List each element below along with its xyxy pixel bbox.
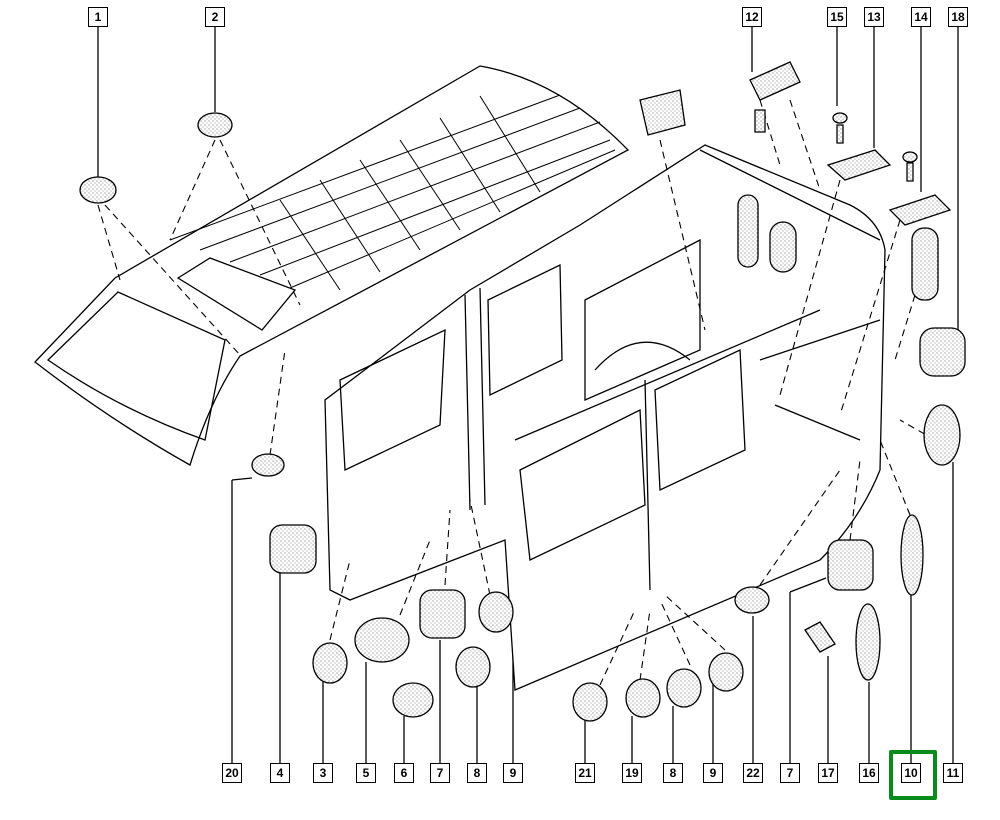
roof-panel: [34, 65, 630, 466]
leader-lines-bottom: [231, 462, 954, 763]
screw-12: [754, 109, 766, 133]
part-6: [392, 682, 434, 718]
part-22: [734, 586, 770, 614]
callout-label[interactable]: 9: [503, 763, 523, 783]
part-21: [572, 682, 608, 722]
callout-label[interactable]: 5: [356, 763, 376, 783]
part-12: [749, 61, 801, 101]
callout-label[interactable]: 4: [270, 763, 290, 783]
callout-label[interactable]: 13: [864, 7, 884, 27]
van-body: [324, 144, 886, 691]
part-20: [251, 453, 285, 477]
part-7b: [827, 539, 874, 591]
callout-label[interactable]: 18: [948, 7, 968, 27]
part-2: [197, 112, 233, 138]
part-17: [804, 621, 836, 653]
callout-label[interactable]: 19: [622, 763, 642, 783]
leader-lines-top: [97, 26, 959, 332]
part-3: [312, 642, 348, 684]
callout-label[interactable]: 12: [742, 7, 762, 27]
part-19: [625, 678, 661, 718]
part-10: [900, 514, 924, 596]
callout-label[interactable]: 8: [467, 763, 487, 783]
callout-label[interactable]: 8: [663, 763, 683, 783]
grommet-a: [737, 194, 759, 268]
part-11: [923, 404, 961, 466]
parts: [79, 61, 966, 722]
callout-label-highlighted[interactable]: 10: [901, 763, 921, 783]
part-13: [826, 149, 892, 181]
part-cap: [639, 89, 686, 136]
callout-label[interactable]: 7: [430, 763, 450, 783]
part-9: [478, 591, 514, 633]
part-18: [919, 327, 966, 377]
part-8: [455, 646, 491, 688]
callout-label[interactable]: 1: [88, 7, 108, 27]
callout-label[interactable]: 16: [859, 763, 879, 783]
callout-label[interactable]: 17: [818, 763, 838, 783]
part-16: [855, 603, 881, 681]
callout-label[interactable]: 2: [205, 7, 225, 27]
callout-label[interactable]: 14: [911, 7, 931, 27]
callout-label[interactable]: 11: [943, 763, 963, 783]
callout-label[interactable]: 7: [780, 763, 800, 783]
callout-label[interactable]: 22: [743, 763, 763, 783]
callout-label[interactable]: 9: [703, 763, 723, 783]
part-8b: [666, 668, 702, 708]
part-9b: [708, 652, 744, 692]
highlight-box: [889, 750, 937, 800]
part-4: [269, 524, 317, 574]
callout-label[interactable]: 6: [394, 763, 414, 783]
part-1: [79, 176, 117, 204]
part-5: [354, 617, 410, 663]
assembly-guides: [97, 99, 936, 686]
callout-label[interactable]: 20: [222, 763, 242, 783]
part-15: [832, 112, 848, 124]
callout-label[interactable]: 3: [313, 763, 333, 783]
part-14: [888, 194, 952, 226]
callout-label[interactable]: 15: [827, 7, 847, 27]
callout-label[interactable]: 21: [575, 763, 595, 783]
part-7: [419, 589, 466, 639]
